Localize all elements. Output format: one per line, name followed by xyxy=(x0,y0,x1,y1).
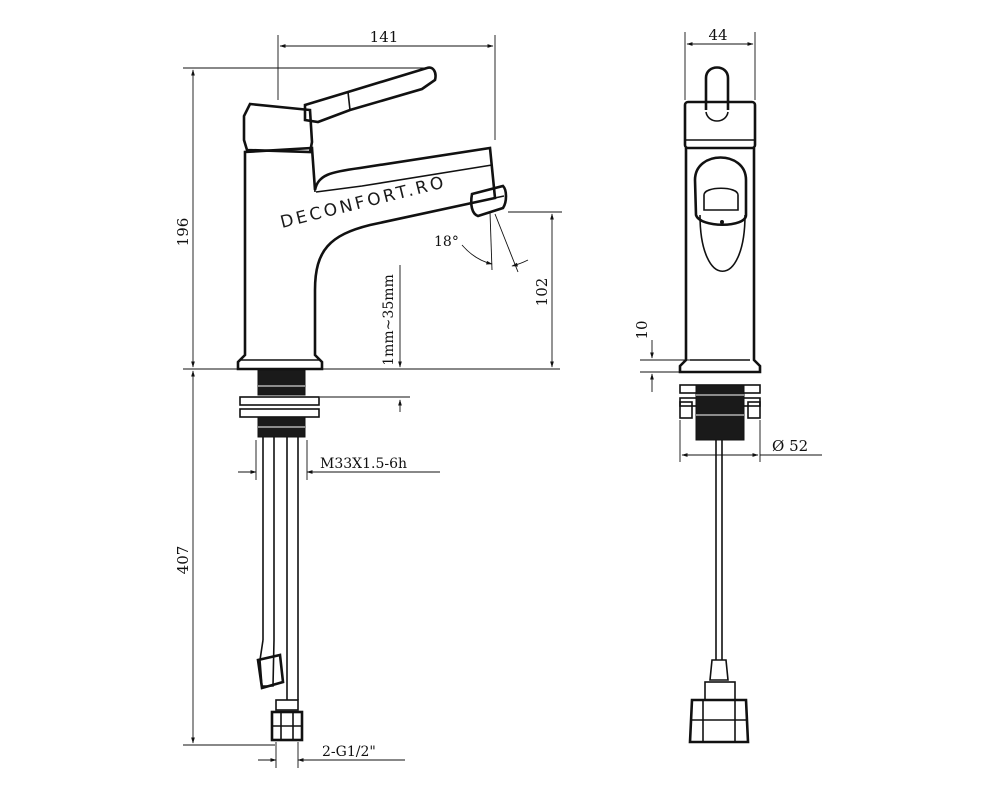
dim-thread: M33X1.5-6h xyxy=(238,440,440,480)
thread-label: M33X1.5-6h xyxy=(320,456,407,472)
dim-total-height: 196 xyxy=(174,67,560,370)
dim-deck-label: 1mm~35mm xyxy=(381,274,397,366)
dim-spray-angle: 18° xyxy=(434,211,529,273)
dim-base-height: 10 xyxy=(633,320,690,392)
side-mounting xyxy=(679,384,761,441)
dim-spout-reach: 141 xyxy=(277,28,496,140)
watermark-text: DECONFORT.RO xyxy=(278,172,448,233)
dim-side-width: 44 xyxy=(684,26,756,100)
faucet-body xyxy=(236,66,508,371)
dim-52-label: Ø 52 xyxy=(772,437,808,455)
supply-hoses xyxy=(256,437,304,742)
mounting-stud xyxy=(239,369,320,438)
angle-18-label: 18° xyxy=(434,234,459,250)
dim-102-label: 102 xyxy=(533,278,551,307)
connection-label: 2-G1/2" xyxy=(322,744,376,760)
dim-deck-thickness: 1mm~35mm xyxy=(320,265,410,412)
dim-10-label: 10 xyxy=(633,320,651,339)
dim-connection: 2-G1/2" xyxy=(258,742,405,768)
dim-hose-length: 407 xyxy=(174,370,275,746)
dim-196-label: 196 xyxy=(174,218,192,247)
side-hoses xyxy=(688,440,750,744)
dim-base-diameter: Ø 52 xyxy=(679,420,822,462)
dim-44-label: 44 xyxy=(708,26,727,44)
dim-141-label: 141 xyxy=(370,28,399,46)
side-view: 44 10 Ø 52 xyxy=(633,26,822,744)
side-faucet-body xyxy=(678,66,762,374)
dim-407-label: 407 xyxy=(174,546,192,575)
dim-spout-height: 102 xyxy=(508,211,562,368)
front-view: 141 196 102 1mm~35mm 18° xyxy=(174,28,562,768)
